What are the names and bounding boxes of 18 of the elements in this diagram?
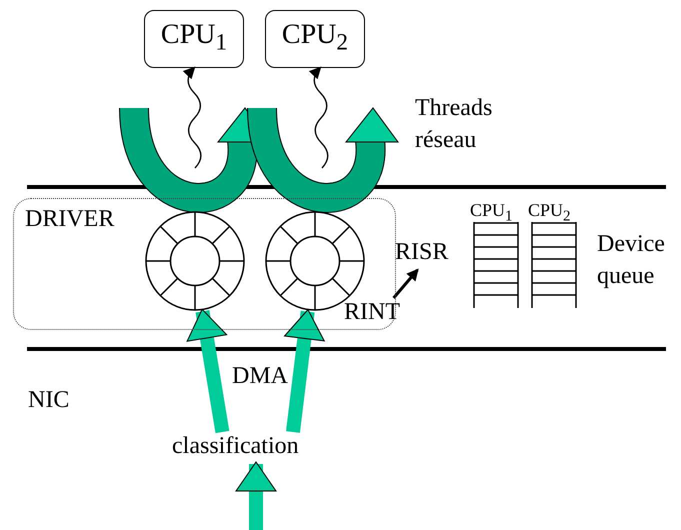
wavy-arrow (308, 66, 328, 168)
arrow (392, 268, 419, 299)
node-text: RINT (344, 298, 416, 330)
driver-heading: DRIVER (25, 205, 114, 233)
node-text: RISR (395, 238, 467, 270)
thread-label: Threads réseau (415, 94, 494, 155)
queue-label: Device queue (597, 230, 666, 291)
node-text: classification (172, 432, 340, 464)
block-arrow (186, 308, 230, 434)
cpu-box: CPU$_{1}$ (144, 10, 244, 68)
queue-heading: CPU$_{2}$ (528, 199, 571, 227)
dma-label: DMA (232, 362, 288, 391)
nic-label: NIC (28, 386, 70, 415)
queue-heading: CPU$_{1}$ (470, 199, 513, 227)
wavy-arrow (182, 66, 202, 168)
block-arrow (284, 309, 325, 433)
cpu-box: CPU$_{2}$ (265, 10, 365, 68)
block-arrow (236, 462, 276, 530)
